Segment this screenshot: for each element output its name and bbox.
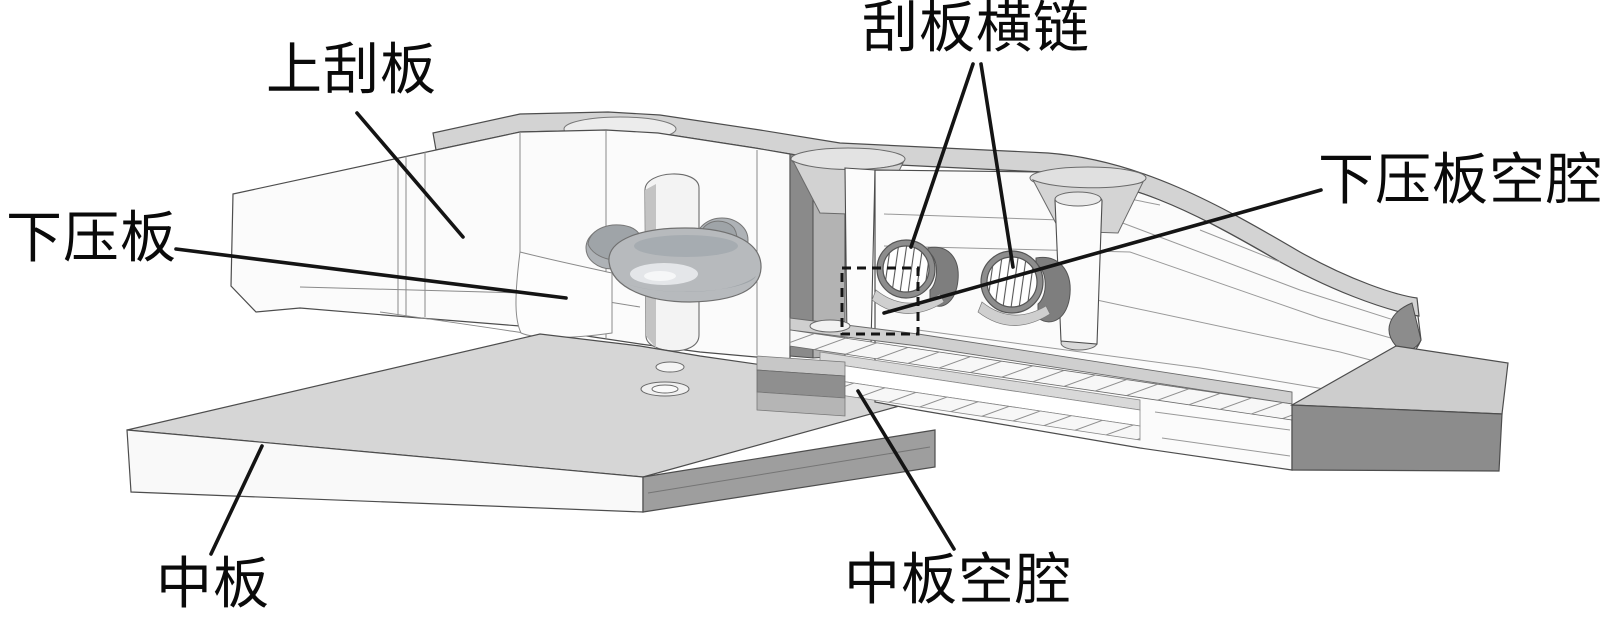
label-lower-press-plate-cavity: 下压板空腔 [1318,150,1603,212]
leader-chain-right [979,62,1015,269]
label-lower-press-plate: 下压板 [6,208,177,270]
label-upper-scraper: 上刮板 [266,40,437,102]
hatched-chain-links [871,239,1071,326]
shelf-hole [809,319,851,333]
leader-lines [174,62,1323,556]
base-block [1289,302,1509,472]
leader-lower-press-cavity [882,188,1323,315]
leader-chain-left [909,62,975,249]
chain-link-section-b [980,250,1044,314]
chain-slot-and-link [585,173,762,352]
leader-middle-plate [209,444,264,556]
leader-lower-press-plate [174,247,568,300]
leader-middle-plate-cavity [856,389,956,551]
plate-stack-and-cavities [756,317,1293,441]
center-tower [789,147,906,359]
torus-chain-link [608,227,762,303]
label-scraper-cross-chain: 刮板横链 [862,0,1090,60]
label-middle-plate: 中板 [156,554,270,616]
bolt-hole [655,361,685,373]
leader-upper-scraper [355,111,465,239]
middle-plate-solid [126,333,951,513]
label-middle-plate-cavity: 中板空腔 [844,550,1072,612]
dashed-highlight-box [840,266,920,336]
